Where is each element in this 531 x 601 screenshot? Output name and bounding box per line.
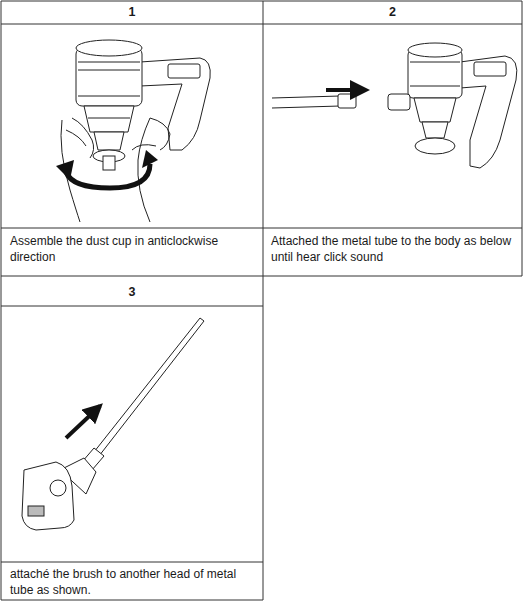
- brush-figure: [22, 318, 204, 530]
- step-caption: Attached the metal tube to the body as b…: [271, 233, 517, 265]
- step-number: 2: [263, 4, 522, 20]
- step-number: 1: [1, 4, 263, 20]
- rotation-arrow: [56, 150, 158, 188]
- step-number: 3: [1, 284, 263, 300]
- attach-arrow: [66, 406, 100, 438]
- insert-arrow: [326, 88, 366, 92]
- vacuum-body-figure: [388, 43, 517, 168]
- step-caption: attaché the brush to another head of met…: [10, 566, 258, 598]
- dust-cup-figure: [61, 40, 210, 222]
- table-grid: [1, 1, 522, 600]
- metal-tube-figure: [272, 94, 356, 108]
- step-caption: Assemble the dust cup in anticlockwise d…: [10, 233, 258, 265]
